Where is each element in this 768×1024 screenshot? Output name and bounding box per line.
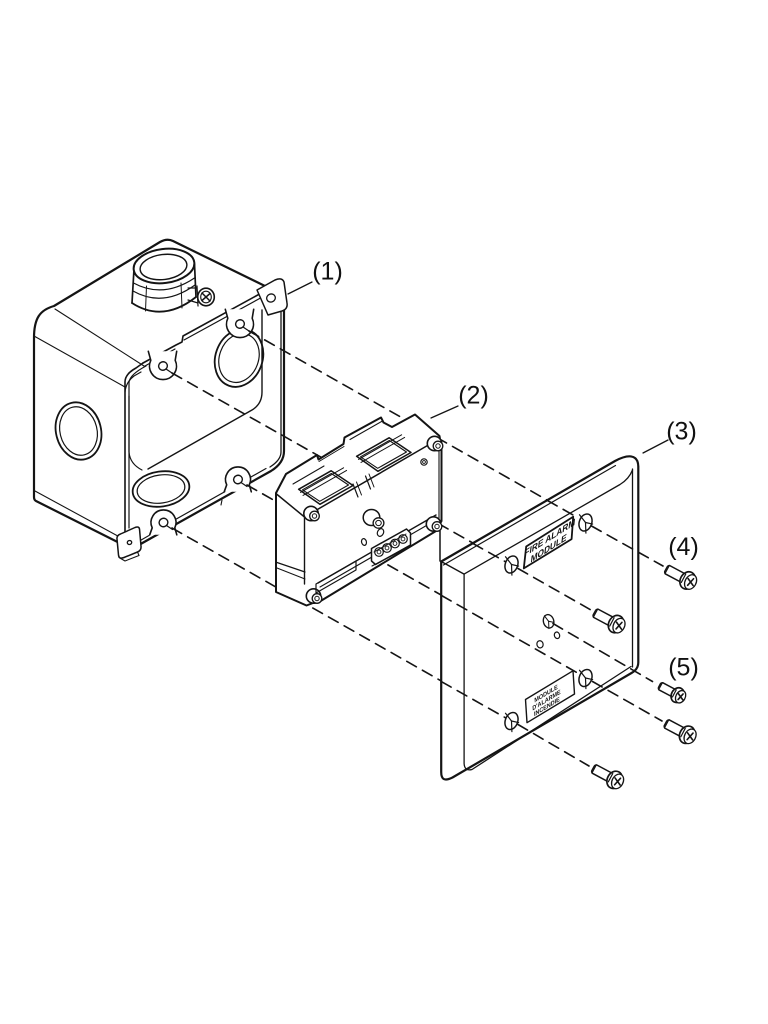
svg-text:(4): (4) (668, 533, 699, 561)
svg-text:(2): (2) (458, 382, 489, 410)
svg-text:(1): (1) (312, 258, 343, 286)
svg-text:(5): (5) (668, 654, 699, 682)
svg-text:(3): (3) (666, 418, 697, 446)
